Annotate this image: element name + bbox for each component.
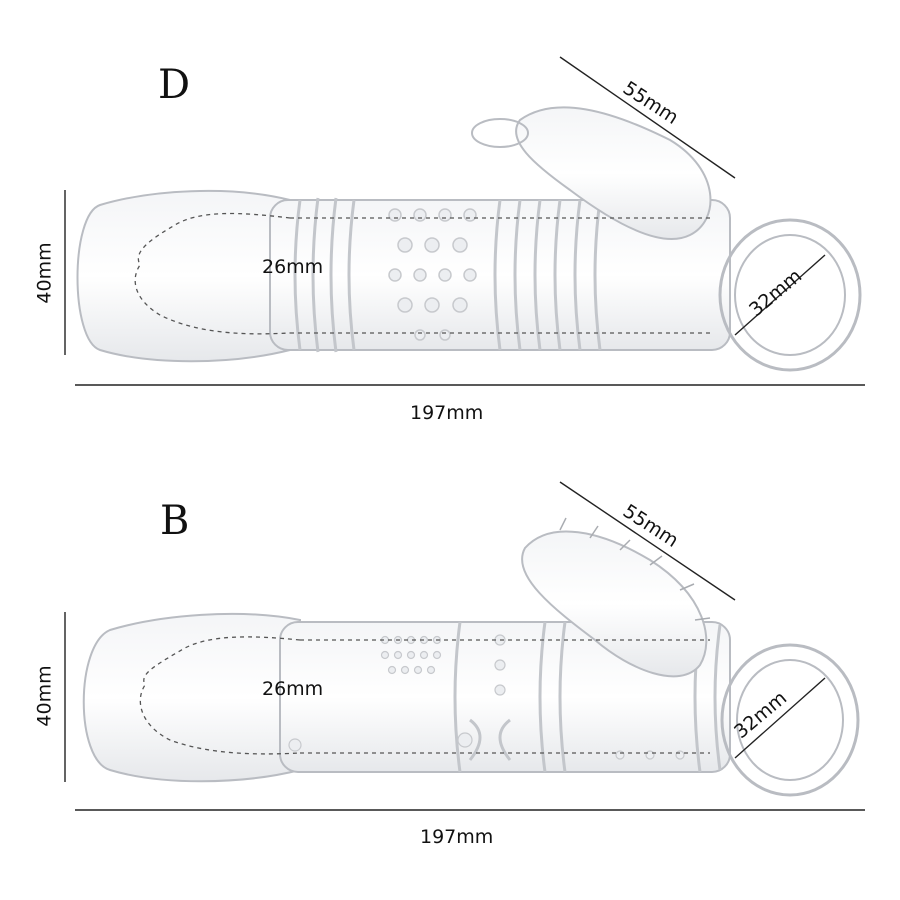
height-label-b: 40mm bbox=[33, 665, 56, 727]
inner-diameter-label-d: 26mm bbox=[262, 256, 324, 278]
sleeve-b bbox=[82, 517, 860, 797]
length-label-d: 197mm bbox=[410, 402, 484, 424]
inner-diameter-label-b: 26mm bbox=[262, 678, 324, 700]
sleeve-d bbox=[76, 106, 862, 372]
variant-label-d: D bbox=[158, 62, 191, 108]
variant-label-b: B bbox=[160, 498, 190, 544]
height-label-d: 40mm bbox=[33, 242, 56, 304]
length-label-b: 197mm bbox=[420, 826, 494, 848]
